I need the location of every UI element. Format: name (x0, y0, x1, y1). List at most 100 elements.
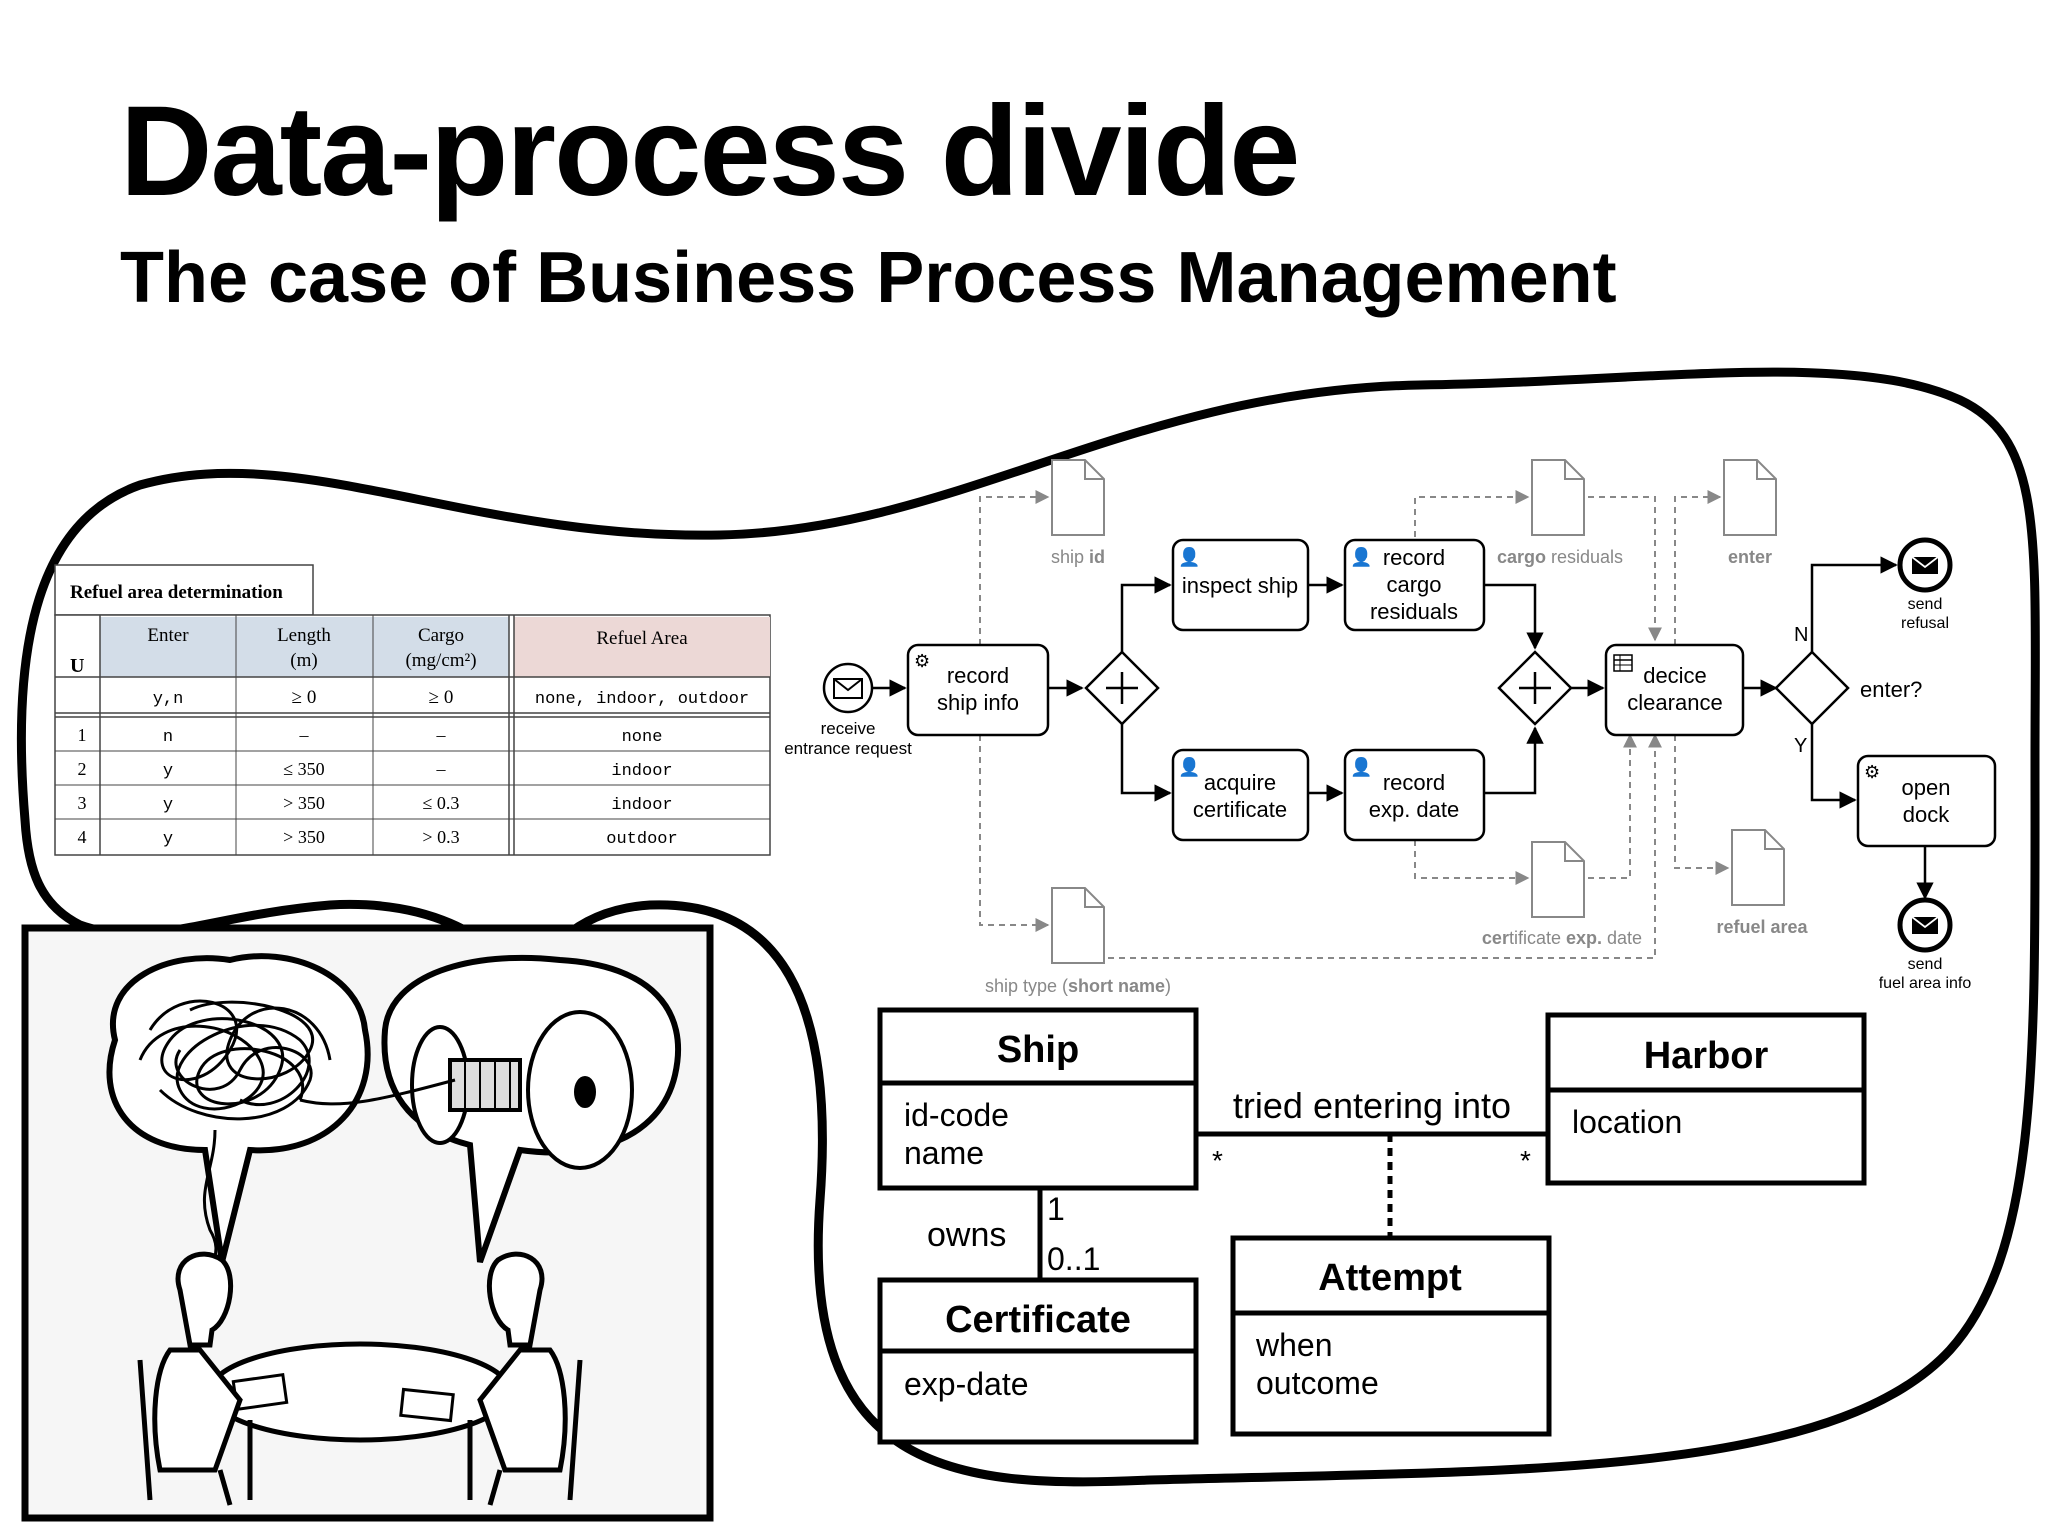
task-record-ship-info: ⚙ record ship info (906, 643, 1050, 737)
task-inspect-ship: 👤 inspect ship (1171, 538, 1310, 632)
svg-text:1: 1 (78, 725, 87, 745)
uml-ship-attr: name (904, 1135, 984, 1171)
start-event: receive entrance request (784, 662, 912, 758)
cartoon-illustration (21, 924, 714, 1522)
user-icon: 👤 (1178, 756, 1200, 777)
col-header-length-unit: (m) (290, 650, 317, 671)
slide-subtitle: The case of Business Process Management (120, 238, 1617, 318)
svg-text:ship info: ship info (937, 690, 1019, 715)
svg-text:> 0.3: > 0.3 (422, 827, 459, 847)
col-header-length: Length (277, 625, 331, 646)
svg-text:send: send (1908, 596, 1943, 613)
bpmn-diagram: receive entrance request ⚙ record ship i… (784, 459, 1997, 996)
gateway-no-label: N (1794, 624, 1808, 646)
uml-class-ship (877, 1007, 1199, 1191)
col-header-refuel-area: Refuel Area (596, 628, 688, 649)
uml-attempt-attr: when (1255, 1327, 1333, 1363)
task-acquire-certificate: 👤 acquire certificate (1171, 748, 1310, 842)
svg-text:clearance: clearance (1627, 690, 1722, 715)
uml-owns-mult-top: 1 (1047, 1191, 1065, 1227)
uml-certificate-name: Certificate (945, 1299, 1131, 1341)
data-object-enter: enter (1728, 547, 1772, 567)
uml-class-diagram: Ship id-code name Harbor location Certif… (877, 1007, 1867, 1445)
data-object-cert-exp-date: certificate exp. date (1482, 928, 1642, 948)
svg-text:cargo: cargo (1386, 572, 1441, 597)
svg-text:> 350: > 350 (283, 793, 325, 813)
svg-text:acquire: acquire (1204, 770, 1276, 795)
svg-text:≤ 0.3: ≤ 0.3 (423, 793, 460, 813)
svg-text:–: – (436, 759, 447, 779)
decision-table: Refuel area determination U Enter Length… (54, 564, 771, 856)
uml-ship-attr: id-code (904, 1097, 1009, 1133)
uml-harbor-attr: location (1572, 1104, 1682, 1140)
svg-text:refusal: refusal (1901, 615, 1949, 632)
data-object-ship-id: ship id (1051, 547, 1105, 567)
svg-text:fuel area info: fuel area info (1879, 975, 1972, 992)
gear-icon: ⚙ (1864, 762, 1880, 782)
table-row: 4 y > 350 > 0.3 outdoor (78, 827, 678, 849)
col-header-cargo-unit: (mg/cm²) (405, 650, 476, 671)
uml-class-certificate (877, 1277, 1199, 1445)
svg-text:≤ 350: ≤ 350 (283, 759, 324, 779)
svg-text:exp. date: exp. date (1369, 797, 1460, 822)
gateway-yes-label: Y (1794, 735, 1807, 757)
col-domain-cargo: ≥ 0 (429, 687, 454, 708)
exclusive-gateway-enter: enter? N Y (1774, 624, 1922, 757)
start-event-label: receive (821, 719, 876, 738)
user-icon: 👤 (1178, 546, 1200, 567)
uml-owns-mult-bottom: 0..1 (1047, 1241, 1100, 1277)
uml-assoc-mult-right: * (1520, 1145, 1531, 1176)
svg-text:y: y (163, 796, 173, 815)
svg-text:residuals: residuals (1370, 599, 1458, 624)
col-header-enter: Enter (147, 625, 189, 646)
gateway-label: enter? (1860, 677, 1922, 702)
table-row: 1 n – – none (78, 725, 663, 747)
svg-text:indoor: indoor (611, 796, 672, 815)
gear-icon: ⚙ (914, 651, 930, 671)
svg-text:–: – (299, 725, 310, 745)
svg-text:2: 2 (78, 759, 87, 779)
uml-harbor-name: Harbor (1644, 1035, 1769, 1077)
svg-text:–: – (436, 725, 447, 745)
svg-text:indoor: indoor (611, 762, 672, 781)
hit-policy: U (70, 655, 84, 677)
person-right (477, 1251, 583, 1506)
table-icon (1613, 654, 1633, 672)
data-object-ship-type-icon (1051, 887, 1105, 964)
start-event-label-2: entrance request (784, 739, 912, 758)
svg-text:record: record (947, 663, 1009, 688)
svg-text:dock: dock (1903, 802, 1950, 827)
data-object-ship-id-icon (1051, 459, 1105, 536)
parallel-gateway-join (1497, 650, 1573, 726)
svg-text:inspect ship: inspect ship (1182, 573, 1298, 598)
uml-class-harbor (1545, 1012, 1867, 1186)
svg-text:none: none (622, 728, 663, 747)
svg-text:record: record (1383, 770, 1445, 795)
slide-title: Data-process divide (120, 80, 1300, 223)
svg-text:decice: decice (1643, 663, 1707, 688)
uml-ship-name: Ship (997, 1029, 1079, 1071)
data-object-refuel-area: refuel area (1716, 917, 1808, 937)
svg-text:4: 4 (78, 827, 87, 847)
uml-owns-label: owns (927, 1216, 1006, 1254)
data-object-ship-type: ship type (short name) (985, 976, 1171, 996)
col-domain-refuel: none, indoor, outdoor (535, 690, 749, 709)
user-icon: 👤 (1350, 756, 1372, 777)
svg-text:y: y (163, 830, 173, 849)
svg-text:certificate: certificate (1193, 797, 1287, 822)
svg-text:n: n (163, 728, 173, 747)
col-header-cargo: Cargo (418, 625, 464, 646)
table-row: 2 y ≤ 350 – indoor (78, 759, 673, 781)
data-object-cargo-residuals: cargo residuals (1497, 547, 1623, 567)
data-object-cert-exp-date-icon (1531, 841, 1585, 918)
svg-text:y: y (163, 762, 173, 781)
col-domain-enter: y,n (153, 690, 184, 709)
svg-text:> 350: > 350 (283, 827, 325, 847)
task-open-dock: ⚙ open dock (1856, 754, 1997, 848)
data-object-enter-icon (1723, 459, 1777, 536)
svg-text:outdoor: outdoor (606, 830, 677, 849)
user-icon: 👤 (1350, 546, 1372, 567)
person-left (137, 1251, 243, 1506)
svg-text:send: send (1908, 956, 1943, 973)
task-decide-clearance: decice clearance (1604, 643, 1745, 737)
